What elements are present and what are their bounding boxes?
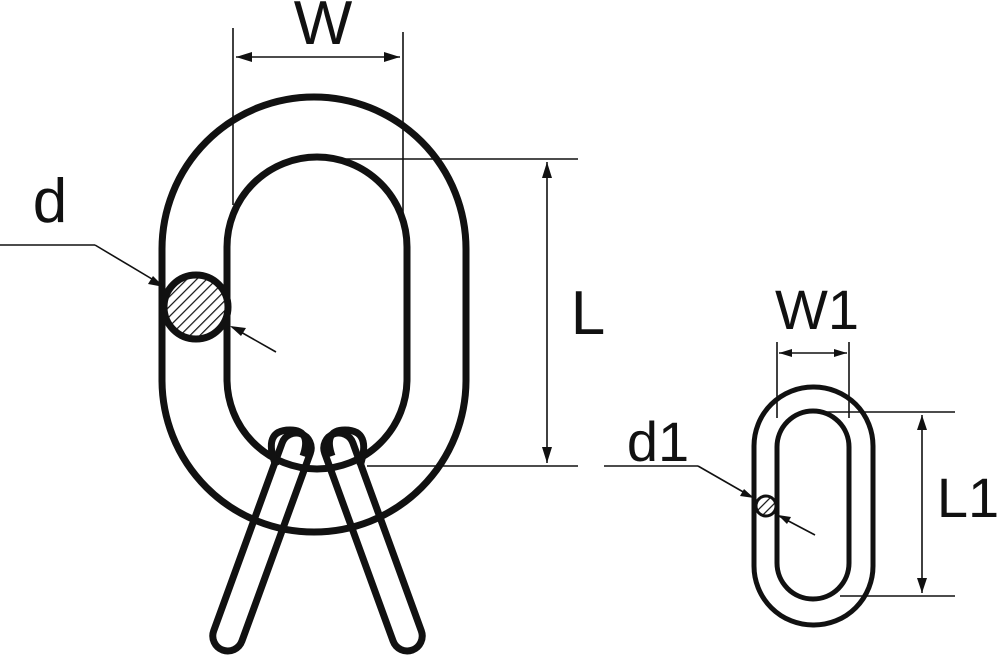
label-length-1: L1	[937, 466, 999, 529]
master-link-inner-ring	[223, 153, 411, 473]
master-link	[158, 93, 470, 655]
dimension-d1	[604, 465, 816, 536]
master-link-cross-section-icon	[160, 271, 232, 343]
label-diameter: d	[33, 167, 67, 236]
label-diameter-1: d1	[627, 410, 689, 473]
label-width: W	[294, 0, 353, 58]
dimension-l1	[812, 411, 955, 597]
sub-link	[751, 384, 876, 628]
master-link-leg-left-top	[267, 426, 310, 468]
master-link-leg-right	[320, 429, 426, 655]
sub-link-inner-ring	[774, 408, 852, 602]
master-link-leg-right-top	[325, 426, 368, 468]
dimension-l	[317, 158, 578, 467]
sub-link-outer-ring	[751, 384, 876, 628]
dimension-w	[232, 28, 404, 215]
label-width-1: W1	[775, 278, 859, 341]
dimension-w1	[776, 342, 850, 418]
dimension-d	[0, 244, 277, 353]
master-link-leg-left	[209, 429, 315, 655]
label-length: L	[571, 279, 605, 348]
sub-link-cross-section-icon	[754, 494, 778, 518]
